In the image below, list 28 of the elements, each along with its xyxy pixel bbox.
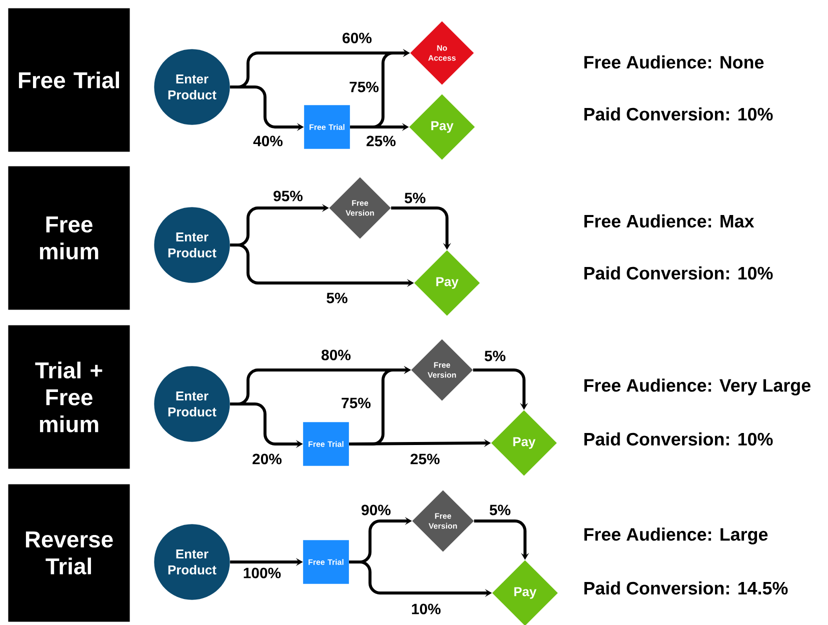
edge-label: 5% [488,504,512,516]
edge-label: 20% [251,452,283,466]
edge-label: 5% [403,192,427,204]
metric-text: Paid Conversion: 14.5% [584,581,788,595]
metric-text: Paid Conversion: 10% [584,107,773,121]
edge-label: 95% [272,190,304,202]
edge-label: 75% [348,80,380,94]
edge-label: 25% [365,134,397,148]
edge-label: 75% [340,396,372,410]
metric-text: Paid Conversion: 10% [584,432,773,446]
edge-label: 10% [410,602,442,616]
edge-label: 90% [360,504,392,516]
edge-label: 5% [325,292,349,304]
edge-label: 60% [341,32,373,44]
edge-label: 25% [409,452,441,466]
title-box: Free Trial [8,8,130,152]
title-box: Trial + Free mium [8,325,130,469]
edge-label: 80% [320,348,352,362]
edge-label: 40% [252,134,284,148]
edge-label: 5% [483,350,507,362]
title-box: Free mium [8,166,130,310]
metric-text: Free Audience: Large [584,528,768,544]
metric-text: Free Audience: Very Large [584,378,810,396]
title-box: Reverse Trial [8,484,130,622]
metric-text: Paid Conversion: 10% [584,266,773,280]
edge-label: 100% [242,566,282,580]
metric-text: Free Audience: None [584,55,764,69]
metric-text: Free Audience: Max [584,214,754,228]
